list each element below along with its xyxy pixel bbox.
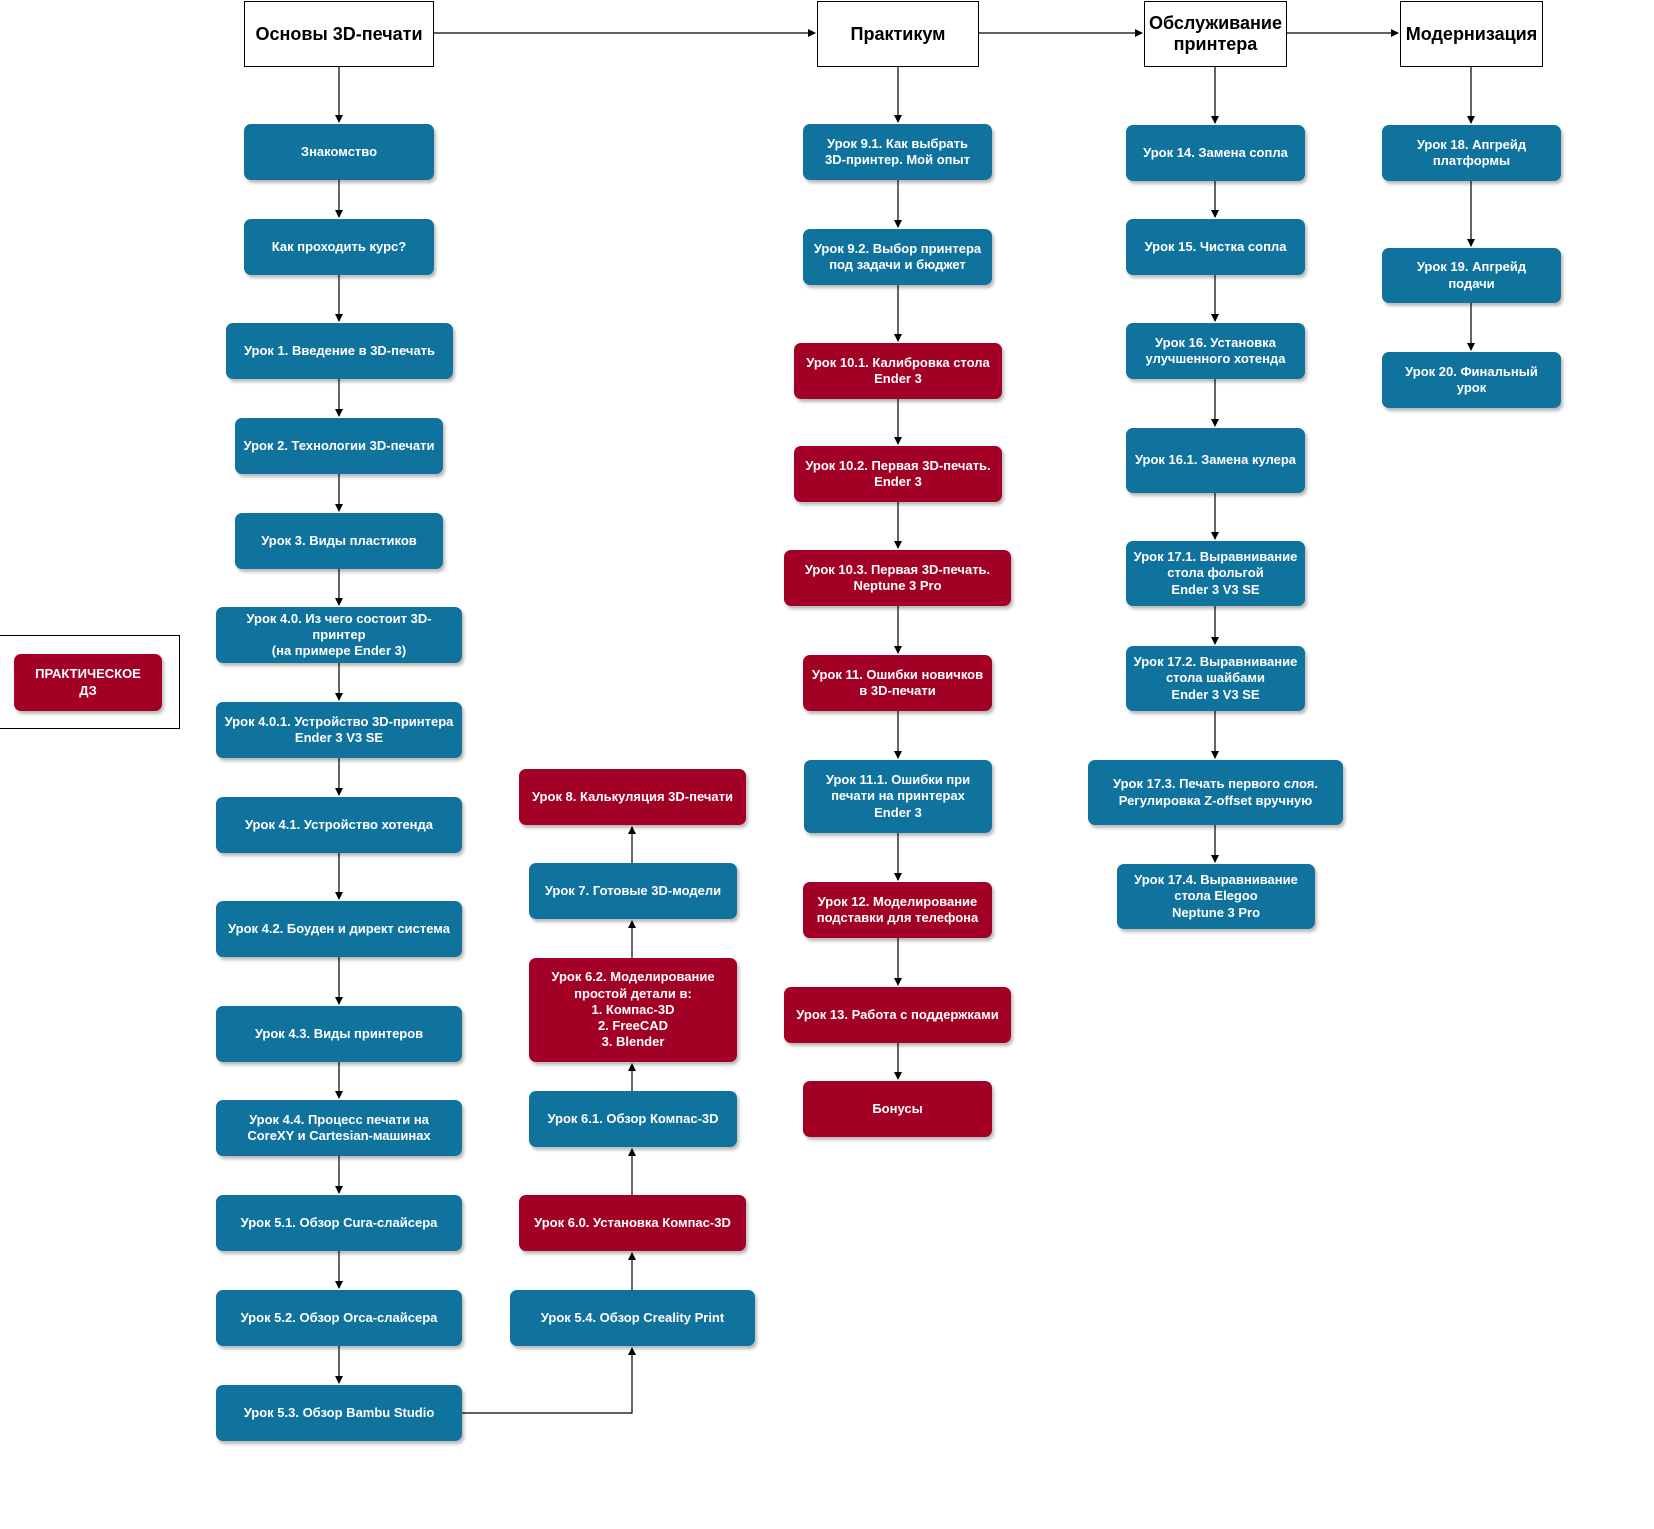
node-intro[interactable]: Знакомство [244, 124, 434, 180]
node-lesson-3[interactable]: Урок 3. Виды пластиков [235, 513, 443, 569]
node-lesson-9-1[interactable]: Урок 9.1. Как выбрать 3D-принтер. Мой оп… [803, 124, 992, 180]
header-practicum: Практикум [817, 1, 979, 67]
node-lesson-9-2[interactable]: Урок 9.2. Выбор принтера под задачи и бю… [803, 229, 992, 285]
node-lesson-5-1[interactable]: Урок 5.1. Обзор Cura-слайсера [216, 1195, 462, 1251]
connector-layer [335, 29, 1475, 1414]
node-lesson-6-1[interactable]: Урок 6.1. Обзор Компас-3D [529, 1091, 737, 1147]
node-lesson-1[interactable]: Урок 1. Введение в 3D-печать [226, 323, 453, 379]
header-basics: Основы 3D-печати [244, 1, 434, 67]
header-upgrade: Модернизация [1400, 1, 1543, 67]
node-lesson-4-0[interactable]: Урок 4.0. Из чего состоит 3D-принтер (на… [216, 607, 462, 663]
node-lesson-15[interactable]: Урок 15. Чистка сопла [1126, 219, 1305, 275]
node-lesson-18[interactable]: Урок 18. Апгрейд платформы [1382, 125, 1561, 181]
node-lesson-10-2[interactable]: Урок 10.2. Первая 3D-печать. Ender 3 [794, 446, 1002, 502]
node-lesson-14[interactable]: Урок 14. Замена сопла [1126, 125, 1305, 181]
node-lesson-5-2[interactable]: Урок 5.2. Обзор Orca-слайсера [216, 1290, 462, 1346]
node-lesson-17-3[interactable]: Урок 17.3. Печать первого слоя. Регулиро… [1088, 760, 1343, 825]
node-lesson-4-3[interactable]: Урок 4.3. Виды принтеров [216, 1006, 462, 1062]
node-lesson-11[interactable]: Урок 11. Ошибки новичков в 3D-печати [803, 655, 992, 711]
node-lesson-4-1[interactable]: Урок 4.1. Устройство хотенда [216, 797, 462, 853]
node-lesson-17-2[interactable]: Урок 17.2. Выравнивание стола шайбами En… [1126, 646, 1305, 711]
node-lesson-4-2[interactable]: Урок 4.2. Боуден и директ система [216, 901, 462, 957]
node-lesson-13[interactable]: Урок 13. Работа с поддержками [784, 987, 1011, 1043]
node-lesson-17-4[interactable]: Урок 17.4. Выравнивание стола Elegoo Nep… [1117, 864, 1315, 929]
node-lesson-16-1[interactable]: Урок 16.1. Замена кулера [1126, 428, 1305, 493]
node-lesson-5-4[interactable]: Урок 5.4. Обзор Creality Print [510, 1290, 755, 1346]
node-bonus[interactable]: Бонусы [803, 1081, 992, 1137]
connector-arrow-18 [462, 1347, 636, 1414]
node-lesson-7[interactable]: Урок 7. Готовые 3D-модели [529, 863, 737, 919]
node-lesson-6-0[interactable]: Урок 6.0. Установка Компас-3D [519, 1195, 746, 1251]
node-lesson-4-0-1[interactable]: Урок 4.0.1. Устройство 3D-принтера Ender… [216, 702, 462, 758]
node-lesson-16[interactable]: Урок 16. Установка улучшенного хотенда [1126, 323, 1305, 379]
node-lesson-19[interactable]: Урок 19. Апгрейд подачи [1382, 248, 1561, 303]
node-lesson-8[interactable]: Урок 8. Калькуляция 3D-печати [519, 769, 746, 825]
legend-practical-hw: ПРАКТИЧЕСКОЕ ДЗ [14, 654, 162, 711]
node-lesson-11-1[interactable]: Урок 11.1. Ошибки при печати на принтера… [804, 760, 992, 833]
node-lesson-10-1[interactable]: Урок 10.1. Калибровка стола Ender 3 [794, 343, 1002, 399]
node-how-to[interactable]: Как проходить курс? [244, 219, 434, 275]
node-lesson-20[interactable]: Урок 20. Финальный урок [1382, 352, 1561, 408]
node-lesson-5-3[interactable]: Урок 5.3. Обзор Bambu Studio [216, 1385, 462, 1441]
node-lesson-6-2[interactable]: Урок 6.2. Моделирование простой детали в… [529, 958, 737, 1062]
node-lesson-2[interactable]: Урок 2. Технологии 3D-печати [235, 418, 443, 474]
node-lesson-4-4[interactable]: Урок 4.4. Процесс печати на CoreXY и Car… [216, 1100, 462, 1156]
header-maintenance: Обслуживание принтера [1144, 1, 1287, 67]
node-lesson-12[interactable]: Урок 12. Моделирование подставки для тел… [803, 882, 992, 938]
node-lesson-10-3[interactable]: Урок 10.3. Первая 3D-печать. Neptune 3 P… [784, 550, 1011, 606]
node-lesson-17-1[interactable]: Урок 17.1. Выравнивание стола фольгой En… [1126, 541, 1305, 606]
